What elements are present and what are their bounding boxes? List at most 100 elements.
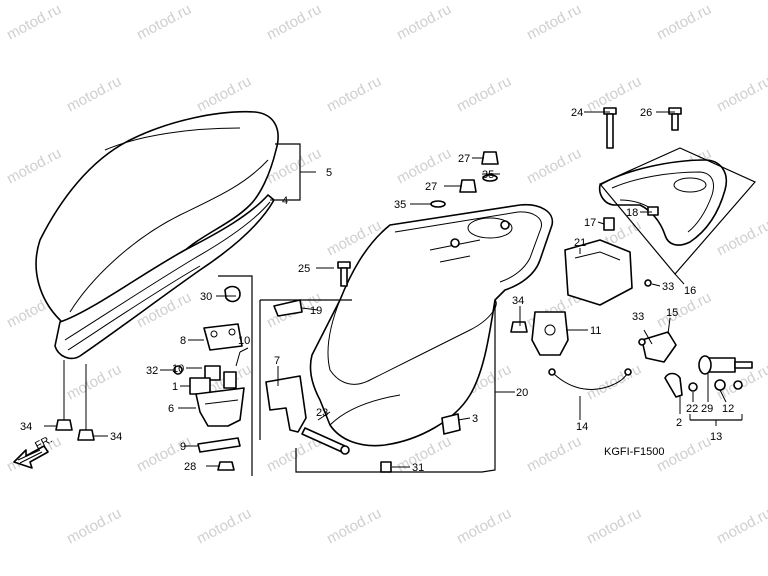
callout-28: 28 <box>184 461 196 473</box>
callout-4: 4 <box>282 195 288 207</box>
watermark-text: motod.ru <box>454 73 514 116</box>
callout-8: 8 <box>180 335 186 347</box>
callout-21: 21 <box>574 237 586 249</box>
callout-31: 31 <box>412 462 424 474</box>
callout-14: 14 <box>576 421 588 433</box>
callout-33b: 33 <box>632 311 644 323</box>
bracket-7 <box>265 375 307 433</box>
nut-34b <box>77 429 95 441</box>
bolt-24 <box>603 107 617 149</box>
luggage-box <box>309 203 554 447</box>
watermark-text: motod.ru <box>64 73 124 116</box>
callout-26: 26 <box>640 107 652 119</box>
watermark-text: motod.ru <box>134 1 194 44</box>
watermark-text: motod.ru <box>4 1 64 44</box>
callout-34c: 34 <box>512 295 524 307</box>
callout-15: 15 <box>666 307 678 319</box>
callout-32: 32 <box>146 365 158 377</box>
grab-rail <box>598 159 727 246</box>
watermark-text: motod.ru <box>714 73 768 116</box>
callout-17: 17 <box>584 217 596 229</box>
callout-11: 11 <box>590 325 601 337</box>
seat-catch-11 <box>531 311 569 356</box>
nut-34c <box>510 321 528 333</box>
callout-25: 25 <box>298 263 310 275</box>
watermark-text: motod.ru <box>524 1 584 44</box>
nut-28 <box>217 461 235 471</box>
group-brackets <box>218 143 756 476</box>
callout-29: 29 <box>701 403 713 415</box>
watermark-text: motod.ru <box>584 361 644 404</box>
callout-34a: 34 <box>20 421 32 433</box>
callout-20: 20 <box>516 387 528 399</box>
callout-35b: 35 <box>394 199 406 211</box>
lock-cylinder-13 <box>698 355 753 391</box>
collar-17 <box>603 217 615 231</box>
callout-35a: 35 <box>482 169 494 181</box>
watermark-text: motod.ru <box>584 505 644 548</box>
block-1 <box>189 377 211 395</box>
callout-7: 7 <box>274 355 280 367</box>
clip-3 <box>441 413 461 435</box>
callout-22: 22 <box>686 403 698 415</box>
seat-assembly <box>35 110 279 360</box>
callout-34b: 34 <box>110 431 122 443</box>
watermark-text: motod.ru <box>654 1 714 44</box>
watermark-text: motod.ru <box>324 73 384 116</box>
clip-19 <box>273 299 303 317</box>
callout-30: 30 <box>200 291 212 303</box>
washer-35b <box>430 200 446 208</box>
watermark-text: motod.ru <box>524 433 584 476</box>
callout-5: 5 <box>326 167 332 179</box>
plate-9 <box>197 437 241 453</box>
callout-27a: 27 <box>458 153 470 165</box>
callout-2: 2 <box>676 417 682 429</box>
nut-34a <box>55 419 73 431</box>
leader-lines <box>44 111 727 468</box>
watermark-text: motod.ru <box>264 1 324 44</box>
watermark-text: motod.ru <box>64 505 124 548</box>
watermark-text: motod.ru <box>324 505 384 548</box>
callout-1: 1 <box>172 381 178 393</box>
washer-22 <box>688 382 698 392</box>
hook-2 <box>664 372 683 398</box>
bolt-26 <box>668 107 682 131</box>
watermark-text: motod.ru <box>714 217 768 260</box>
watermark-text: motod.ru <box>194 505 254 548</box>
washer-35a <box>482 174 498 182</box>
callout-19: 19 <box>310 305 322 317</box>
callout-12: 12 <box>722 403 734 415</box>
bracket-15 <box>641 331 677 363</box>
watermark-text: motod.ru <box>394 1 454 44</box>
spring-10a <box>204 365 221 381</box>
callout-33a: 33 <box>662 281 674 293</box>
watermark-text: motod.ru <box>454 505 514 548</box>
bolt-25 <box>337 261 351 287</box>
clip-31 <box>380 461 392 473</box>
clip-30 <box>224 285 241 303</box>
watermark-text: motod.ru <box>194 73 254 116</box>
luggage-box-body <box>309 203 554 447</box>
watermark-text: motod.ru <box>4 145 64 188</box>
battery-cover-21 <box>564 239 633 306</box>
callout-9: 9 <box>180 441 186 453</box>
spring-10b <box>223 371 237 389</box>
watermark-text: motod.ru <box>64 361 124 404</box>
cable-14 <box>548 368 632 390</box>
callouts: 5 4 24 26 27 35 27 35 25 19 30 8 10 10 3… <box>20 107 734 474</box>
nut-27b <box>459 179 477 193</box>
watermark-text: motod.ru <box>524 145 584 188</box>
watermark-text: motod.ru <box>714 505 768 548</box>
screw-33b <box>638 338 646 346</box>
hinge-8 <box>203 323 243 351</box>
callout-13: 13 <box>710 431 722 443</box>
callout-10a: 10 <box>172 363 184 375</box>
callout-6: 6 <box>168 403 174 415</box>
callout-3: 3 <box>472 413 478 425</box>
callout-10b: 10 <box>238 335 250 347</box>
callout-24: 24 <box>571 107 583 119</box>
clip-18 <box>647 206 659 216</box>
bolt-23 <box>301 427 350 455</box>
callout-27b: 27 <box>425 181 437 193</box>
